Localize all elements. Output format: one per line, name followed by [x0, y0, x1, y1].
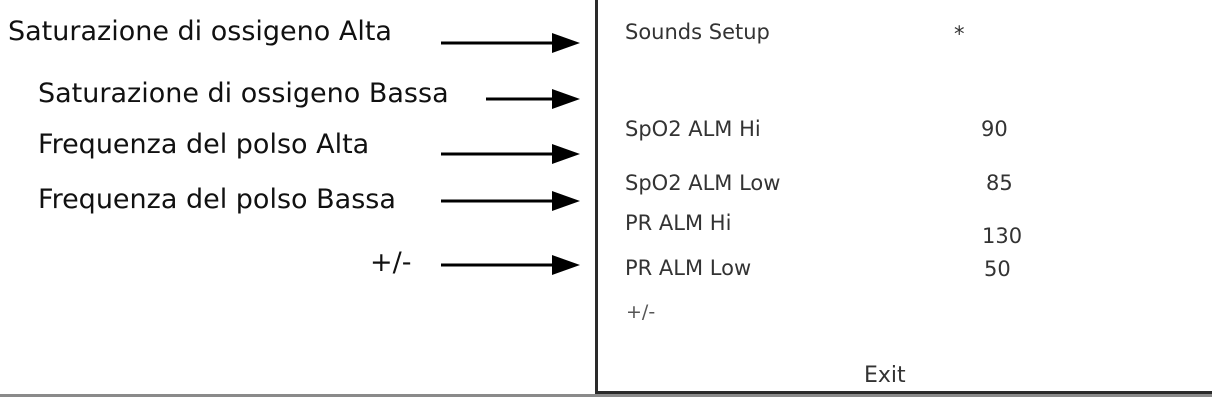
screen-title: Sounds Setup — [625, 20, 770, 44]
annotation-pulse-high: Frequenza del polso Alta — [38, 129, 370, 160]
arrow-right-icon — [441, 33, 580, 53]
value-pr-alm-hi: 130 — [982, 224, 1023, 248]
arrow-right-icon — [441, 255, 580, 275]
annotation-plus-minus: +/- — [370, 247, 412, 278]
exit-button[interactable]: Exit — [864, 363, 906, 388]
value-spo2-alm-low: 85 — [986, 171, 1013, 195]
menu-item-spo2-alm-low[interactable]: SpO2 ALM Low — [625, 171, 781, 195]
arrow-right-icon — [441, 191, 580, 211]
device-screen: Sounds Setup * SpO2 ALM Hi 90 SpO2 ALM L… — [595, 0, 1212, 394]
value-spo2-alm-hi: 90 — [981, 117, 1008, 141]
screen-title-value: * — [954, 22, 965, 46]
arrow-right-icon — [486, 89, 580, 109]
arrow-right-icon — [441, 144, 580, 164]
menu-item-pr-alm-low[interactable]: PR ALM Low — [625, 256, 752, 280]
arrows-layer — [441, 33, 580, 275]
menu-item-pr-alm-hi[interactable]: PR ALM Hi — [625, 211, 732, 235]
annotation-spo2-low: Saturazione di ossigeno Bassa — [38, 78, 449, 109]
value-pr-alm-low: 50 — [984, 257, 1011, 281]
menu-item-spo2-alm-hi[interactable]: SpO2 ALM Hi — [625, 117, 761, 141]
annotation-pulse-low: Frequenza del polso Bassa — [38, 184, 396, 215]
bottom-divider — [0, 394, 1212, 397]
annotation-spo2-high: Saturazione di ossigeno Alta — [8, 16, 392, 47]
menu-item-plus-minus[interactable]: +/- — [626, 301, 656, 323]
